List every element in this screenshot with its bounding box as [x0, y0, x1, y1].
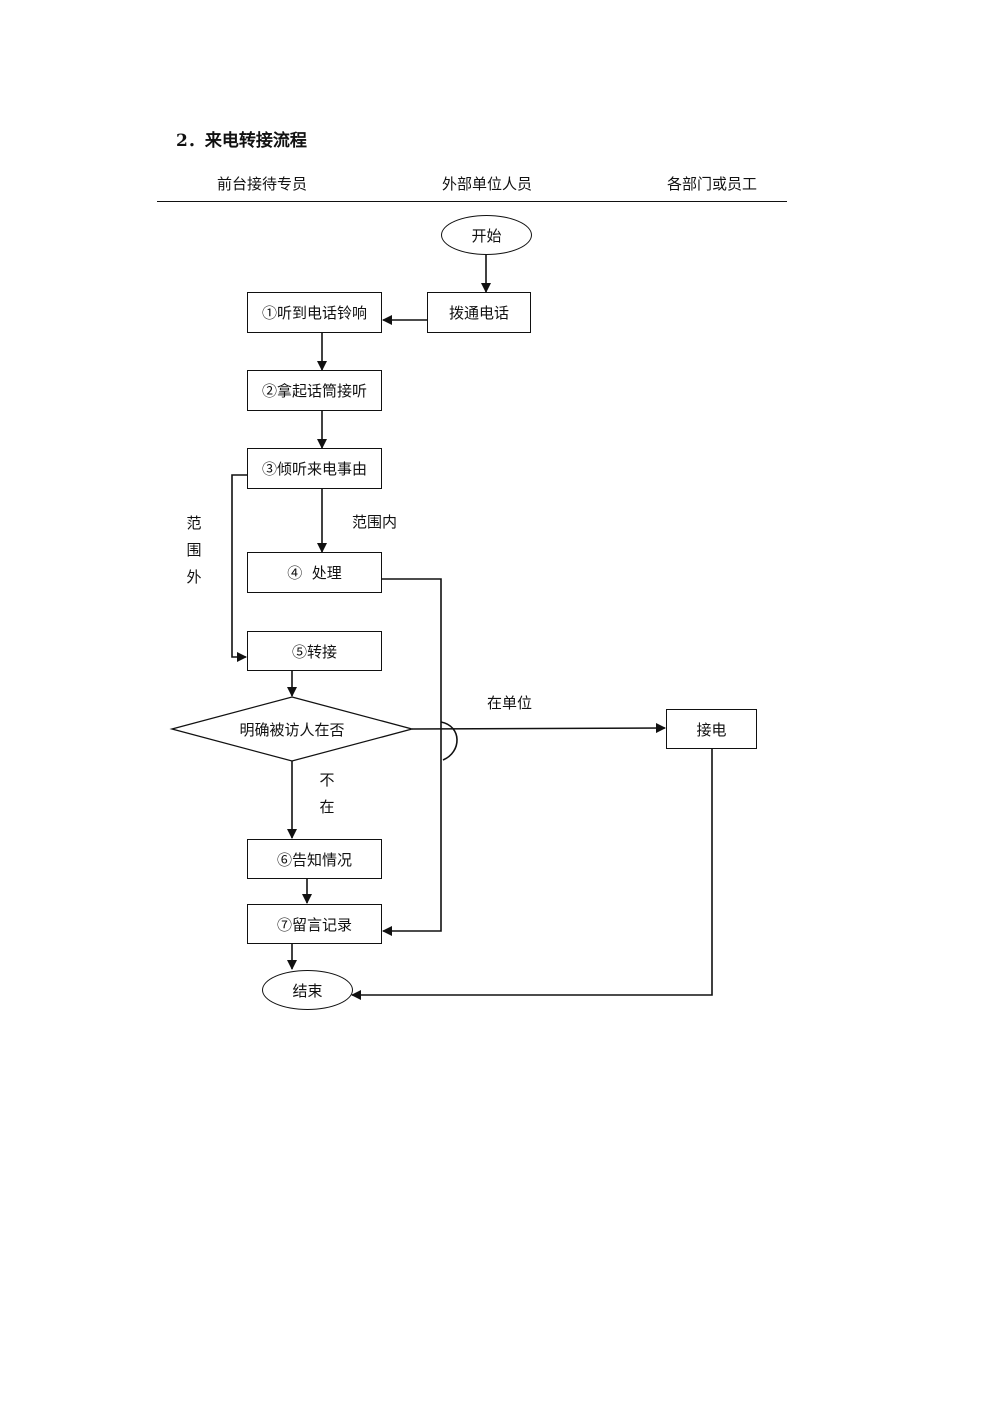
transfer-box: ⑤转接 — [247, 631, 382, 671]
lane-header-external: 外部单位人员 — [441, 175, 532, 193]
listen-box: ③倾听来电事由 — [247, 448, 382, 489]
inform-box: ⑥告知情况 — [247, 839, 382, 879]
message-label: ⑦留言记录 — [276, 915, 352, 934]
arrow-answer-to-end — [351, 748, 713, 1000]
in-scope-label: 范围内 — [352, 513, 398, 531]
decision-diamond — [169, 696, 415, 762]
dial-label: 拨通电话 — [448, 304, 509, 322]
absent-char: 不 — [319, 771, 335, 789]
end-label: 结束 — [292, 981, 323, 1000]
start-node: 开始 — [441, 215, 532, 255]
lane-header-departments: 各部门或员工 — [666, 175, 757, 193]
answer-label: 接电 — [696, 720, 727, 739]
header-divider — [157, 201, 787, 202]
message-box: ⑦留言记录 — [247, 904, 382, 944]
out-scope-char: 范 — [186, 514, 202, 532]
handle-box: ④ 处理 — [247, 552, 382, 593]
ring-box: ①听到电话铃响 — [247, 292, 382, 333]
out-scope-char: 围 — [186, 541, 202, 559]
end-node: 结束 — [262, 970, 353, 1010]
decision-label: 明确被访人在否 — [239, 720, 345, 739]
answer-box: 接电 — [666, 709, 757, 749]
arrow-listen-to-transfer — [231, 474, 247, 662]
out-scope-label: 范 围 外 — [185, 510, 203, 591]
page-title: 2．来电转接流程 — [176, 131, 307, 151]
handle-label: ④ 处理 — [287, 564, 342, 582]
inform-label: ⑥告知情况 — [276, 850, 352, 869]
absent-label: 不 在 — [318, 767, 336, 821]
ring-label: ①听到电话铃响 — [261, 304, 367, 322]
pickup-box: ②拿起话筒接听 — [247, 370, 382, 411]
start-label: 开始 — [471, 226, 502, 245]
absent-char: 在 — [319, 798, 335, 816]
lane-header-reception: 前台接待专员 — [216, 175, 307, 193]
present-label: 在单位 — [487, 694, 533, 712]
listen-label: ③倾听来电事由 — [261, 460, 367, 478]
dial-box: 拨通电话 — [427, 292, 531, 333]
out-scope-char: 外 — [186, 568, 202, 586]
pickup-label: ②拿起话筒接听 — [261, 382, 367, 400]
transfer-label: ⑤转接 — [291, 642, 337, 661]
arrow-decision-to-answer — [411, 723, 666, 734]
decision-label-wrap: 明确被访人在否 — [172, 697, 412, 761]
line-crossing-hop — [440, 721, 458, 761]
arrow-handle-to-message — [382, 578, 442, 936]
